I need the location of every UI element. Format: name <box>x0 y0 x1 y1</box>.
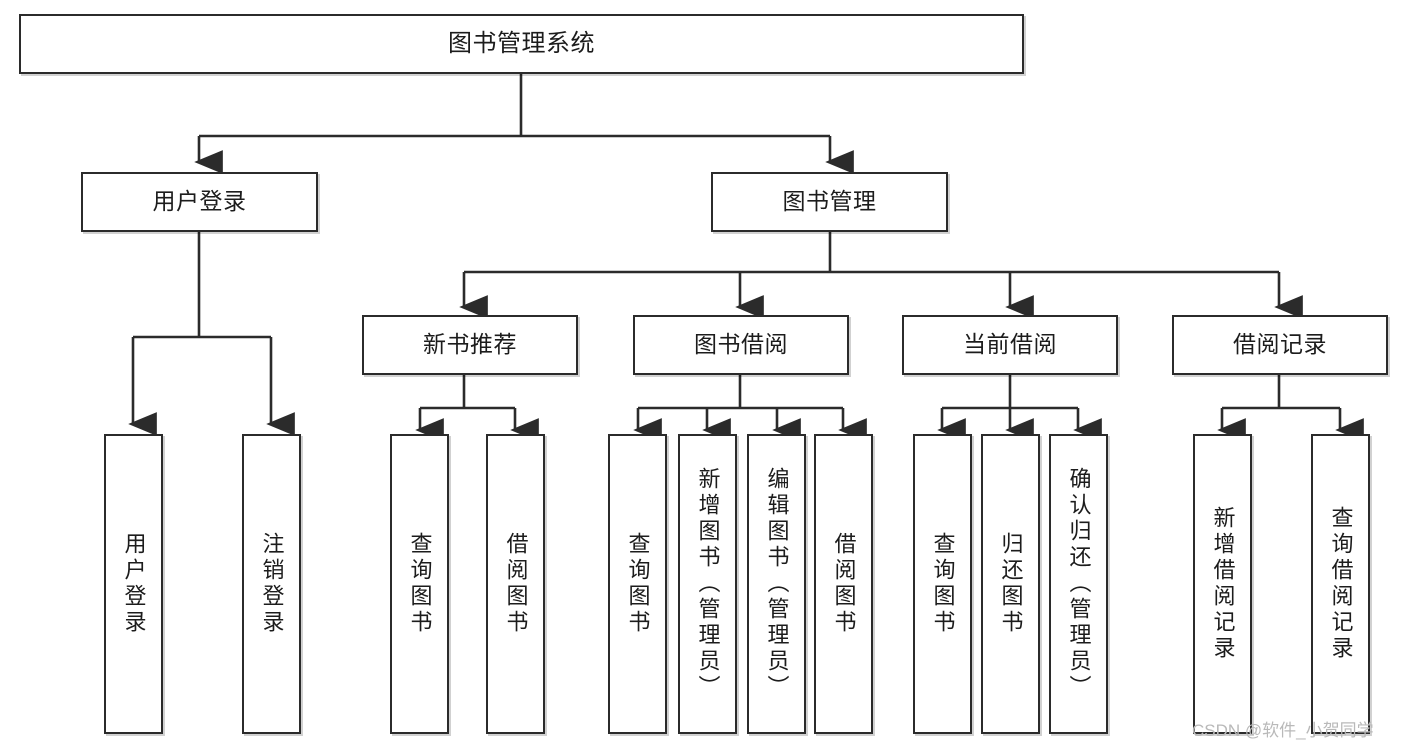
node-new-book-recommend[interactable]: 新书推荐 <box>362 315 578 375</box>
node-user-login[interactable]: 用户登录 <box>81 172 318 232</box>
leaf-user-login-signout[interactable]: 注销登录 <box>242 434 301 734</box>
leaf-borrow-borrow-book[interactable]: 借阅图书 <box>814 434 873 734</box>
node-label: 确认归还（管理员） <box>1066 467 1092 701</box>
leaf-current-query-book[interactable]: 查询图书 <box>913 434 972 734</box>
leaf-borrow-add-book-admin[interactable]: 新增图书（管理员） <box>678 434 737 734</box>
node-label: 新增借阅记录 <box>1210 506 1236 662</box>
leaf-user-login-signin[interactable]: 用户登录 <box>104 434 163 734</box>
node-label: 图书管理 <box>782 188 877 215</box>
node-label: 当前借阅 <box>963 331 1057 358</box>
node-label: 图书借阅 <box>694 331 788 358</box>
node-current-borrow[interactable]: 当前借阅 <box>902 315 1118 375</box>
node-label: 注销登录 <box>259 532 285 636</box>
node-label: 新书推荐 <box>423 331 517 358</box>
node-label: 新增图书（管理员） <box>695 467 721 701</box>
node-borrow-records[interactable]: 借阅记录 <box>1172 315 1388 375</box>
leaf-records-query-record[interactable]: 查询借阅记录 <box>1311 434 1370 734</box>
node-label: 图书管理系统 <box>448 29 595 57</box>
node-label: 查询图书 <box>625 532 651 636</box>
node-label: 借阅记录 <box>1233 331 1327 358</box>
node-label: 借阅图书 <box>831 532 857 636</box>
node-book-borrow[interactable]: 图书借阅 <box>633 315 849 375</box>
leaf-current-return-book[interactable]: 归还图书 <box>981 434 1040 734</box>
node-label: 查询图书 <box>407 532 433 636</box>
node-book-management[interactable]: 图书管理 <box>711 172 948 232</box>
leaf-recommend-query-book[interactable]: 查询图书 <box>390 434 449 734</box>
node-root-system[interactable]: 图书管理系统 <box>19 14 1024 74</box>
node-label: 查询借阅记录 <box>1328 506 1354 662</box>
leaf-borrow-edit-book-admin[interactable]: 编辑图书（管理员） <box>747 434 806 734</box>
node-label: 用户登录 <box>152 188 247 215</box>
node-label: 用户登录 <box>121 532 147 636</box>
leaf-records-add-record[interactable]: 新增借阅记录 <box>1193 434 1252 734</box>
leaf-current-confirm-return-admin[interactable]: 确认归还（管理员） <box>1049 434 1108 734</box>
leaf-recommend-borrow-book[interactable]: 借阅图书 <box>486 434 545 734</box>
leaf-borrow-query-book[interactable]: 查询图书 <box>608 434 667 734</box>
node-label: 借阅图书 <box>503 532 529 636</box>
csdn-watermark: CSDN @软件_小贺同学 <box>1192 721 1374 740</box>
node-label: 归还图书 <box>998 532 1024 636</box>
node-label: 编辑图书（管理员） <box>764 467 790 701</box>
node-label: 查询图书 <box>930 532 956 636</box>
